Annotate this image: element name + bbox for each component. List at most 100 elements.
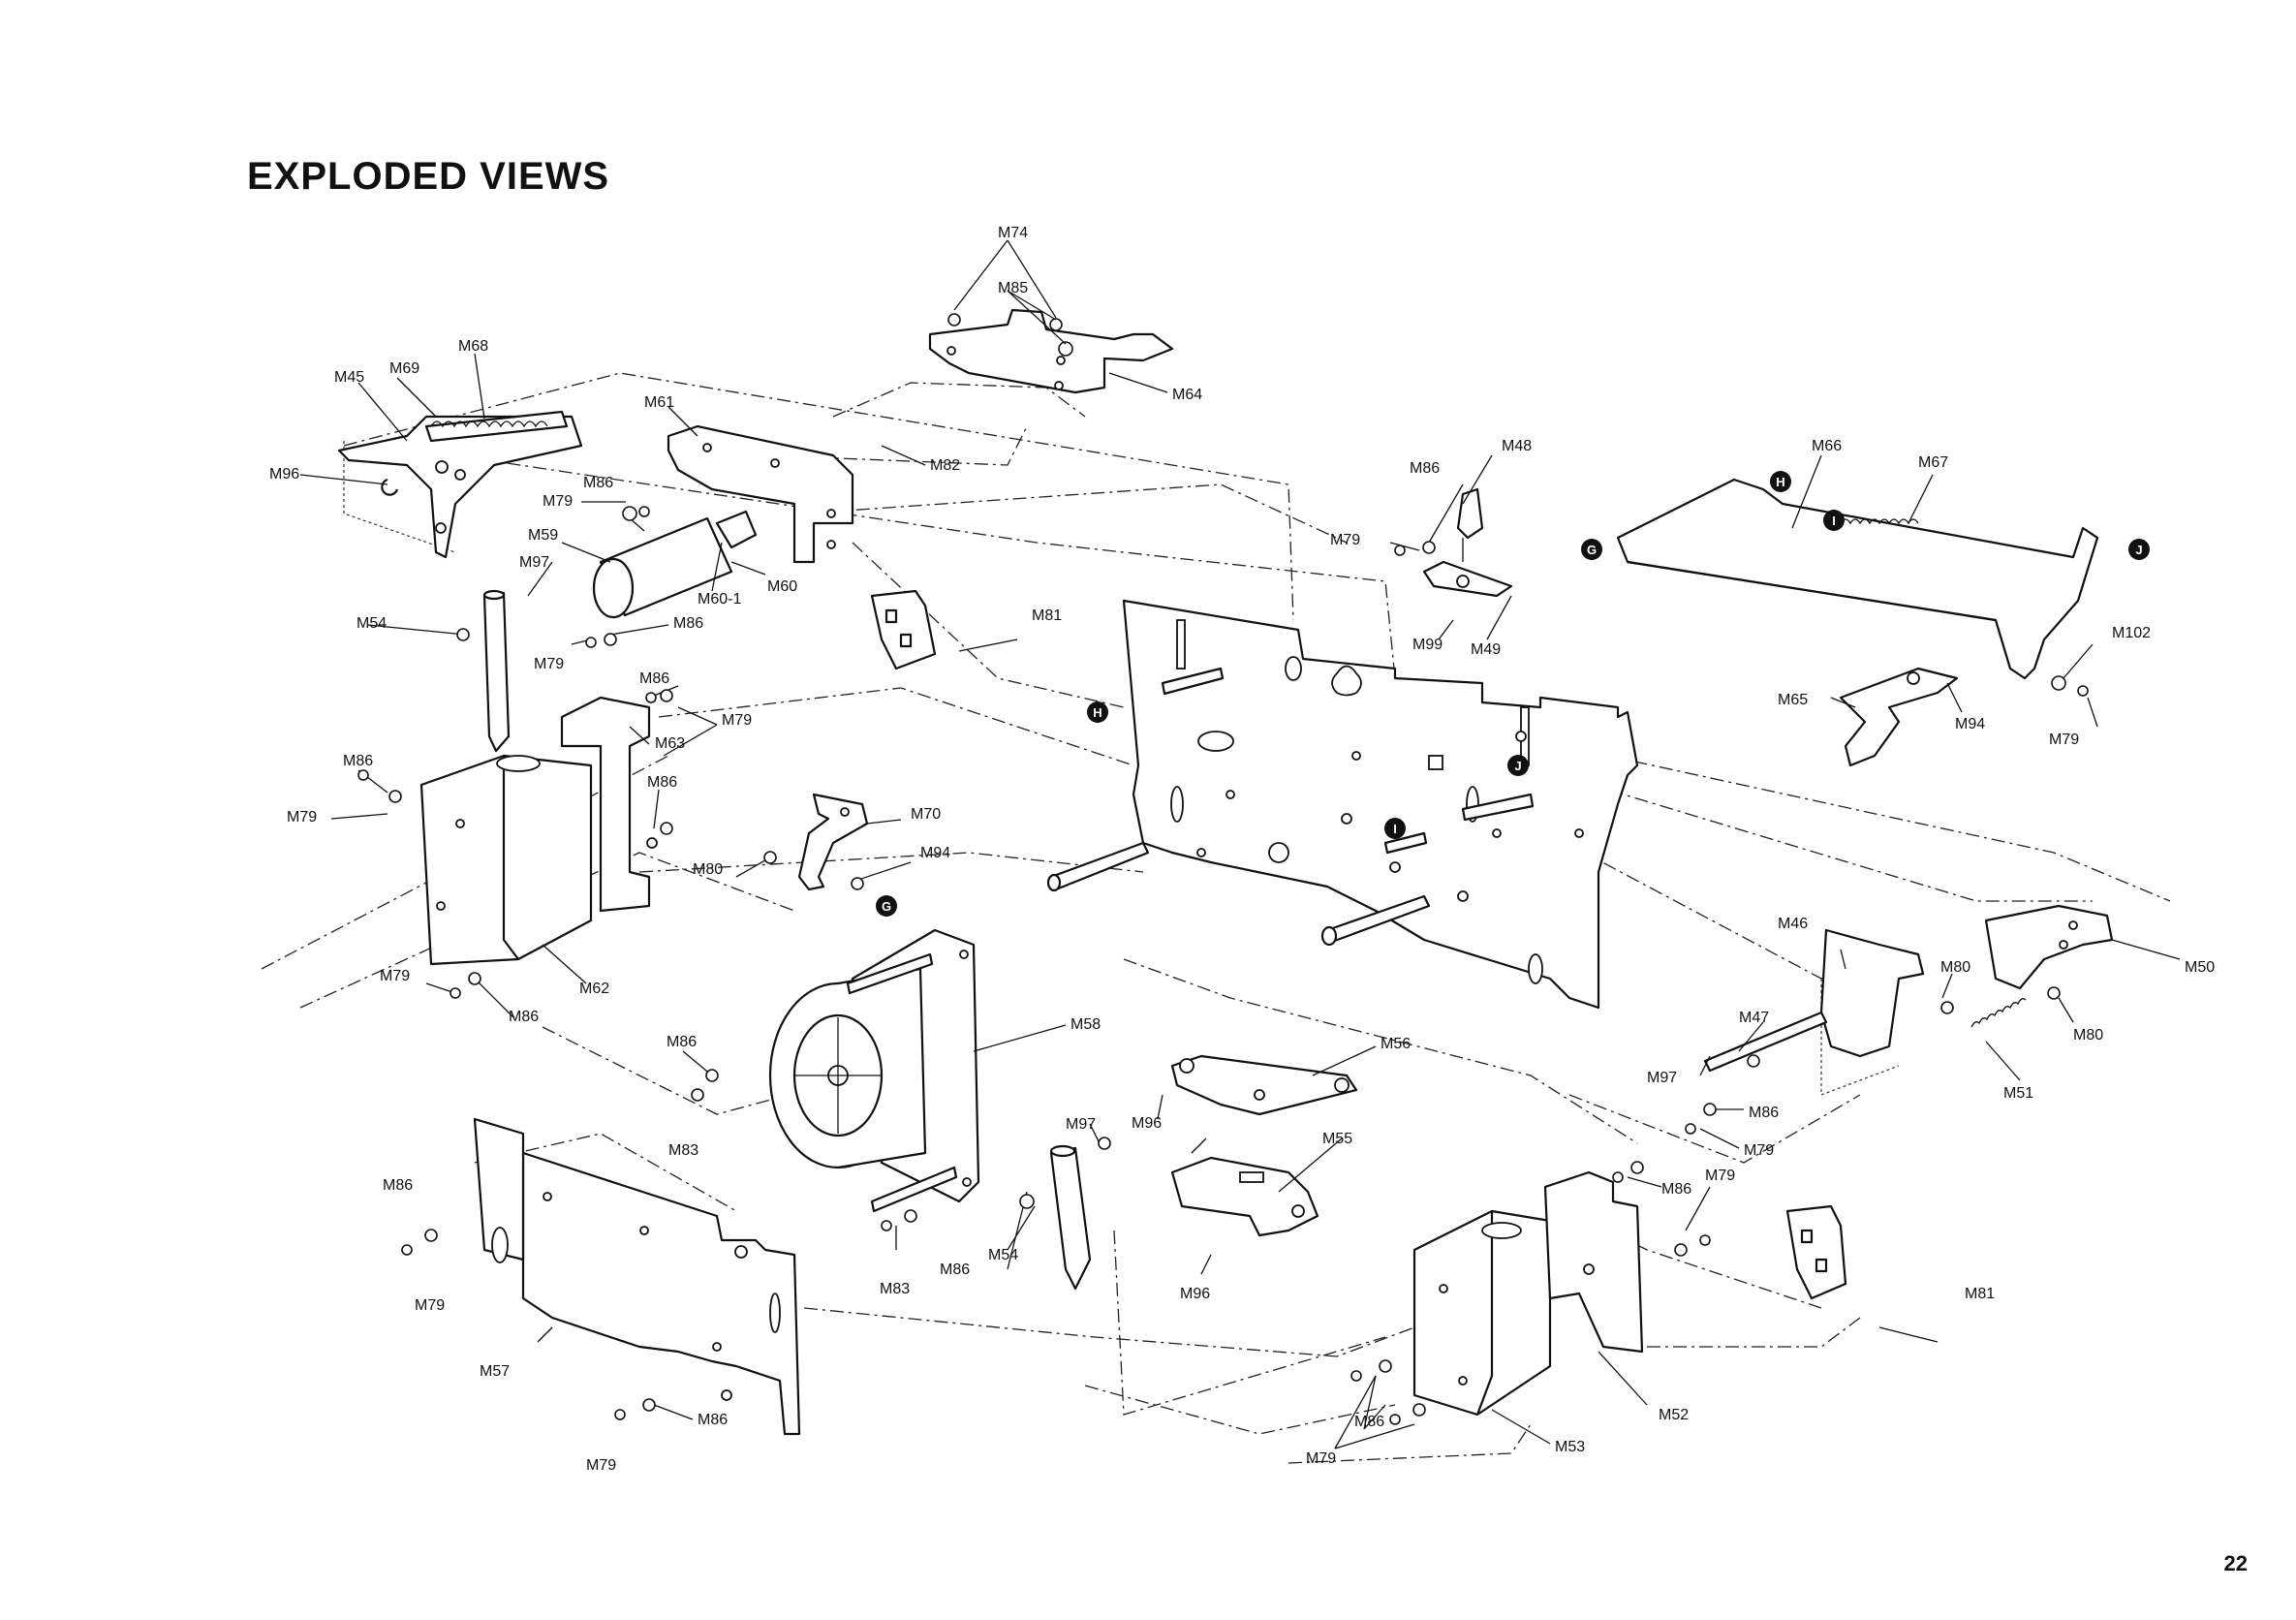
label-m48: M48 (1502, 438, 1532, 454)
label-m86-j: M86 (698, 1412, 728, 1428)
label-m79-c: M79 (722, 712, 752, 729)
label-m79-g: M79 (586, 1457, 616, 1474)
label-m86-d: M86 (647, 774, 677, 791)
solenoid-m53 (1412, 1209, 1552, 1417)
micro-switch-m81-lower (1785, 1204, 1939, 1343)
label-m51: M51 (2003, 1085, 2033, 1102)
svg-text:H: H (1093, 705, 1101, 720)
label-m70: M70 (911, 806, 941, 823)
label-m60-1: M60-1 (698, 591, 741, 608)
label-m65: M65 (1778, 692, 1808, 708)
solenoid-frame-m62 (419, 754, 593, 966)
marker-i-bar: I (1823, 510, 1845, 531)
label-m79-d: M79 (287, 809, 317, 826)
label-m83-b: M83 (880, 1281, 910, 1297)
label-m80-b: M80 (1940, 959, 1970, 976)
label-m82: M82 (930, 457, 960, 474)
bracket-m57 (473, 1117, 801, 1436)
marker-i-main: I (1384, 818, 1406, 839)
label-m86-l: M86 (1661, 1181, 1691, 1198)
label-m79-a: M79 (543, 493, 573, 510)
label-m58: M58 (1070, 1016, 1101, 1033)
label-m80-a: M80 (693, 861, 723, 878)
label-m86-c: M86 (639, 670, 669, 687)
label-m59: M59 (528, 527, 558, 544)
marker-h-bar: H (1770, 471, 1791, 492)
label-m66: M66 (1812, 438, 1842, 454)
bracket-m48 (1456, 487, 1484, 562)
label-m79-h: M79 (1306, 1450, 1336, 1467)
link-m56 (1170, 1054, 1358, 1116)
label-m49: M49 (1471, 641, 1501, 658)
label-m97-c: M97 (1647, 1070, 1677, 1086)
label-m86-f: M86 (509, 1009, 539, 1025)
label-m85: M85 (998, 280, 1028, 296)
reference-markers: H H G G I I J J (876, 471, 2150, 917)
bracket-m50 (1984, 904, 2114, 990)
label-m69: M69 (389, 360, 419, 377)
label-m79-l: M79 (1744, 1142, 1774, 1159)
svg-text:I: I (1832, 514, 1836, 528)
micro-switch-m81-upper (870, 589, 1018, 670)
label-m102: M102 (2112, 625, 2151, 641)
spring-m51 (1970, 998, 2027, 1028)
marker-g-bar: G (1581, 539, 1602, 560)
svg-text:G: G (882, 899, 891, 914)
bracket-m61 (667, 424, 854, 564)
label-m68: M68 (458, 338, 488, 355)
label-m79-k: M79 (2049, 732, 2079, 748)
label-m52: M52 (1659, 1407, 1689, 1423)
capacitor-m59 (592, 510, 758, 619)
label-m86-h: M86 (940, 1262, 970, 1278)
label-m50: M50 (2185, 959, 2215, 976)
label-m54-a: M54 (357, 615, 387, 632)
label-m81-b: M81 (1965, 1286, 1995, 1302)
label-m94-a: M94 (920, 845, 950, 861)
bracket-m46 (1703, 928, 1925, 1073)
label-m74: M74 (998, 225, 1028, 241)
bar-m66 (1616, 478, 2099, 680)
label-m86-n: M86 (1749, 1105, 1779, 1121)
label-m86-i: M86 (383, 1177, 413, 1194)
label-m60: M60 (767, 578, 797, 595)
page-number: 22 (2223, 1551, 2248, 1575)
label-m47: M47 (1739, 1010, 1769, 1026)
label-m86-b: M86 (673, 615, 703, 632)
fasteners (357, 506, 2089, 1425)
label-m97-b: M97 (1066, 1116, 1096, 1133)
bracket-m64 (928, 308, 1174, 394)
label-m67: M67 (1918, 454, 1948, 471)
label-m86-a: M86 (583, 475, 613, 491)
svg-text:I: I (1393, 822, 1397, 836)
part-labels: M74 M85 M64 M45 M69 M68 M96 M61 M82 M86 … (269, 225, 2215, 1474)
marker-j-main: J (1507, 755, 1529, 776)
label-m96-b: M96 (1132, 1115, 1162, 1132)
label-m80-c: M80 (2073, 1027, 2103, 1044)
svg-text:J: J (2135, 543, 2142, 557)
label-m81-a: M81 (1032, 608, 1062, 624)
label-m83-a: M83 (668, 1142, 698, 1159)
svg-text:J: J (1514, 759, 1521, 773)
label-m96-c: M96 (1180, 1286, 1210, 1302)
label-m79-b: M79 (534, 656, 564, 672)
label-m54-b: M54 (988, 1247, 1018, 1263)
link-m55 (1170, 1156, 1319, 1237)
link-m65 (1839, 667, 1959, 767)
label-m86-k: M86 (1354, 1414, 1384, 1430)
label-m99: M99 (1412, 637, 1443, 653)
page-title: EXPLODED VIEWS (247, 155, 610, 198)
label-m97-a: M97 (519, 554, 549, 571)
plunger-m54-upper (482, 589, 511, 753)
label-m55: M55 (1322, 1131, 1352, 1147)
bracket-m52 (1543, 1170, 1644, 1354)
label-m79-i: M79 (1705, 1168, 1735, 1184)
label-m64: M64 (1172, 387, 1202, 403)
spring-bracket-m45 (337, 410, 583, 559)
label-m96-a: M96 (269, 466, 299, 483)
label-m86-e: M86 (343, 753, 373, 769)
label-m57: M57 (480, 1363, 510, 1380)
label-m45: M45 (334, 369, 364, 386)
label-m79-e: M79 (380, 968, 410, 984)
marker-j-bar: J (2128, 539, 2150, 560)
